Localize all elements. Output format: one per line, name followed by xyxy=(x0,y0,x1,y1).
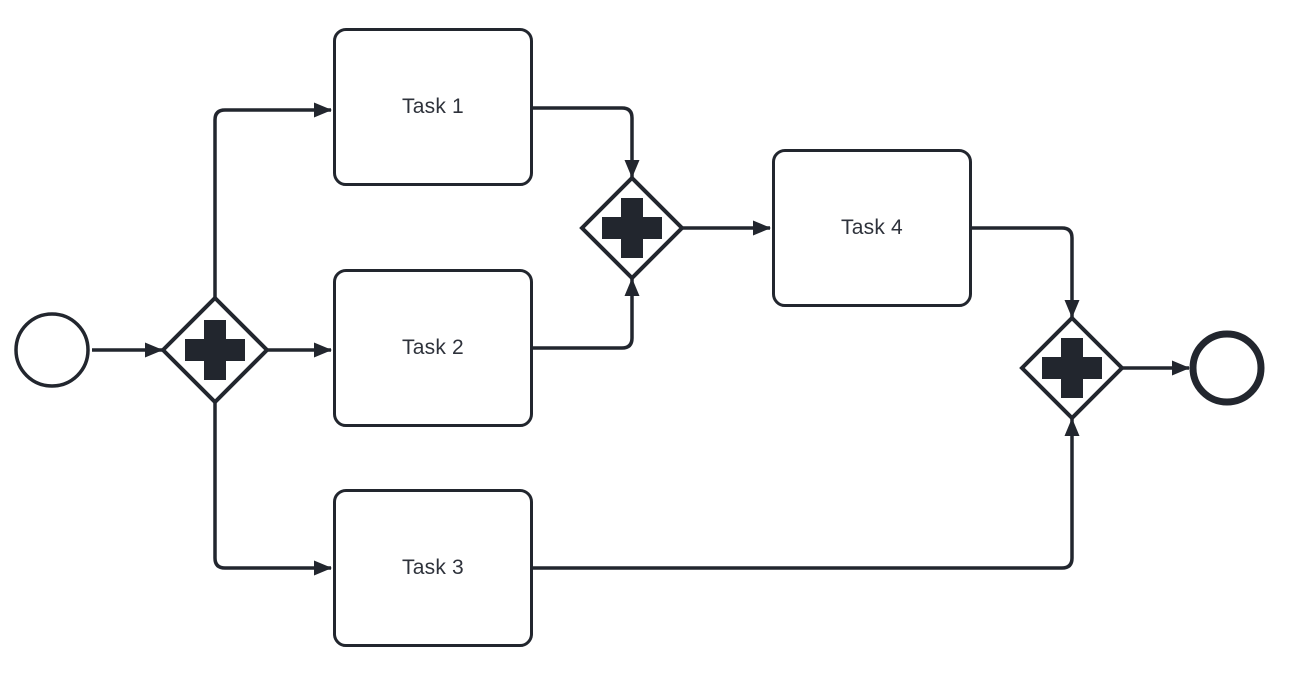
flow-task-1-to-join-gateway-1[interactable] xyxy=(533,106,640,178)
plus-icon xyxy=(185,320,245,380)
flow-task-2-to-join-gateway-1[interactable] xyxy=(533,278,640,350)
task-4[interactable]: Task 4 xyxy=(772,149,972,307)
task-3[interactable]: Task 3 xyxy=(333,489,533,647)
plus-icon xyxy=(602,198,662,258)
flow-split-gateway-to-task-1[interactable] xyxy=(213,102,332,299)
task-1-label: Task 1 xyxy=(402,95,464,118)
parallel-gateway-join-1[interactable] xyxy=(579,175,685,281)
task-2[interactable]: Task 2 xyxy=(333,269,533,427)
parallel-gateway-split[interactable] xyxy=(160,295,270,405)
task-4-label: Task 4 xyxy=(841,216,903,239)
start-event[interactable] xyxy=(14,312,90,388)
task-2-label: Task 2 xyxy=(402,336,464,359)
flow-task-4-to-join-gateway-2[interactable] xyxy=(972,226,1080,318)
parallel-gateway-join-2[interactable] xyxy=(1019,315,1125,421)
task-3-label: Task 3 xyxy=(402,556,464,579)
flow-task-3-to-join-gateway-2[interactable] xyxy=(533,418,1080,570)
plus-icon xyxy=(1042,338,1102,398)
flow-split-gateway-to-task-3[interactable] xyxy=(213,401,332,576)
end-event[interactable] xyxy=(1189,330,1265,406)
task-1[interactable]: Task 1 xyxy=(333,28,533,186)
